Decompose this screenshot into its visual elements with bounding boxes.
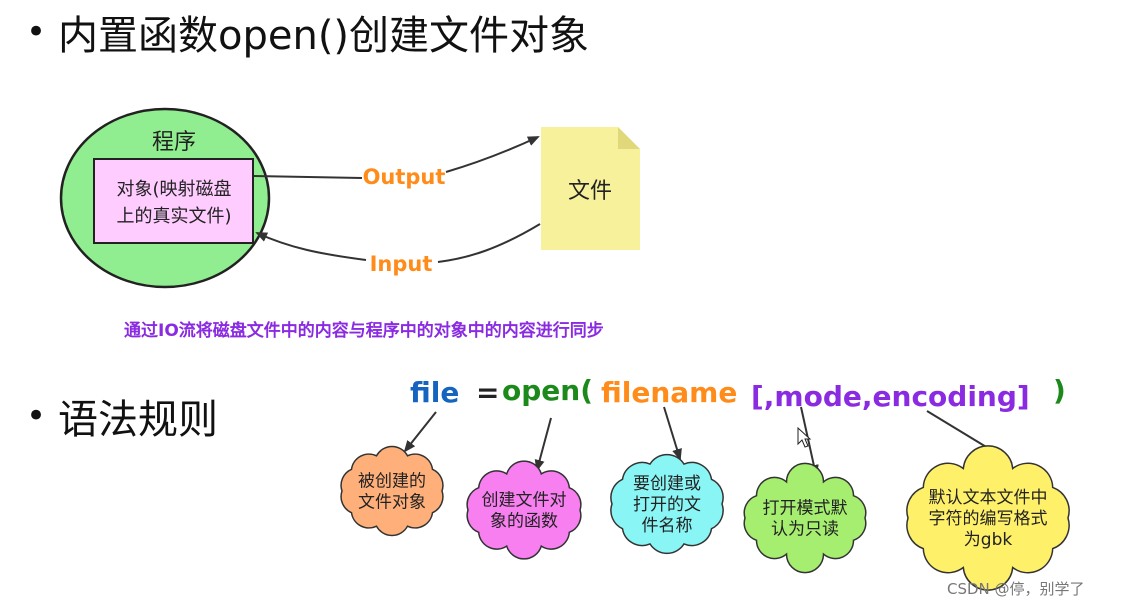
program-label: 程序: [152, 130, 196, 155]
input-label: Input: [370, 252, 433, 276]
cloud-text-file-object: 文件对象: [358, 493, 426, 513]
file-document: [541, 127, 640, 250]
object-label-line2: 上的真实文件): [116, 206, 231, 227]
output-label: Output: [363, 165, 446, 189]
syntax-open: open(: [502, 374, 593, 407]
diagram-caption: 通过IO流将磁盘文件中的内容与程序中的对象中的内容进行同步: [124, 321, 604, 341]
cloud-shape-filename: [610, 453, 724, 555]
output-arrow-line: [253, 175, 363, 179]
cloud-text-filename: 件名称: [642, 516, 693, 536]
object-label-line1: 对象(映射磁盘: [116, 179, 231, 200]
output-arrow-head: [445, 136, 540, 173]
pointer-mode: [800, 406, 819, 477]
cloud-text-encoding: 字符的编写格式: [929, 509, 1048, 529]
annotation-clouds: 被创建的文件对象创建文件对象的函数要创建或打开的文件名称打开模式默认为只读默认文…: [340, 445, 1070, 591]
cloud-shape-mode: [743, 462, 867, 574]
cloud-shape-open-function: [466, 460, 582, 560]
syntax-equals: =: [476, 376, 500, 409]
cloud-text-filename: 要创建或: [633, 474, 701, 494]
input-arrow-line: [437, 223, 541, 263]
cloud-shape-file-object: [340, 445, 444, 537]
syntax-filename: filename: [601, 376, 738, 409]
pointer-file: [403, 411, 437, 453]
cloud-text-mode: 认为只读: [771, 520, 839, 540]
watermark: CSDN @停，别学了: [947, 580, 1085, 598]
mouse-cursor-icon: [797, 426, 812, 448]
input-arrow-head: [255, 232, 367, 261]
syntax-close: ): [1053, 374, 1066, 407]
cloud-text-filename: 打开的文: [633, 495, 701, 515]
pointer-open: [534, 417, 552, 472]
heading-syntax-rules: 语法规则: [58, 397, 218, 443]
syntax-file: file: [410, 376, 460, 409]
file-fold: [618, 127, 640, 149]
cloud-text-encoding: 为gbk: [964, 530, 1013, 550]
cloud-shape-encoding: [906, 445, 1070, 591]
cloud-text-file-object: 被创建的: [358, 472, 426, 492]
cloud-text-encoding: 默认文本文件中: [929, 488, 1048, 508]
object-box: [93, 158, 254, 244]
heading-open-function: 内置函数open()创建文件对象: [58, 13, 590, 59]
bullet-2: •: [26, 396, 47, 436]
file-label: 文件: [568, 179, 612, 204]
cloud-text-mode: 打开模式默: [763, 499, 848, 519]
bullet-1: •: [26, 12, 47, 52]
cloud-text-open-function: 象的函数: [490, 512, 558, 532]
cloud-text-open-function: 创建文件对: [482, 491, 567, 511]
syntax-optional: [,mode,encoding]: [751, 380, 1030, 413]
pointer-filename: [663, 406, 682, 461]
